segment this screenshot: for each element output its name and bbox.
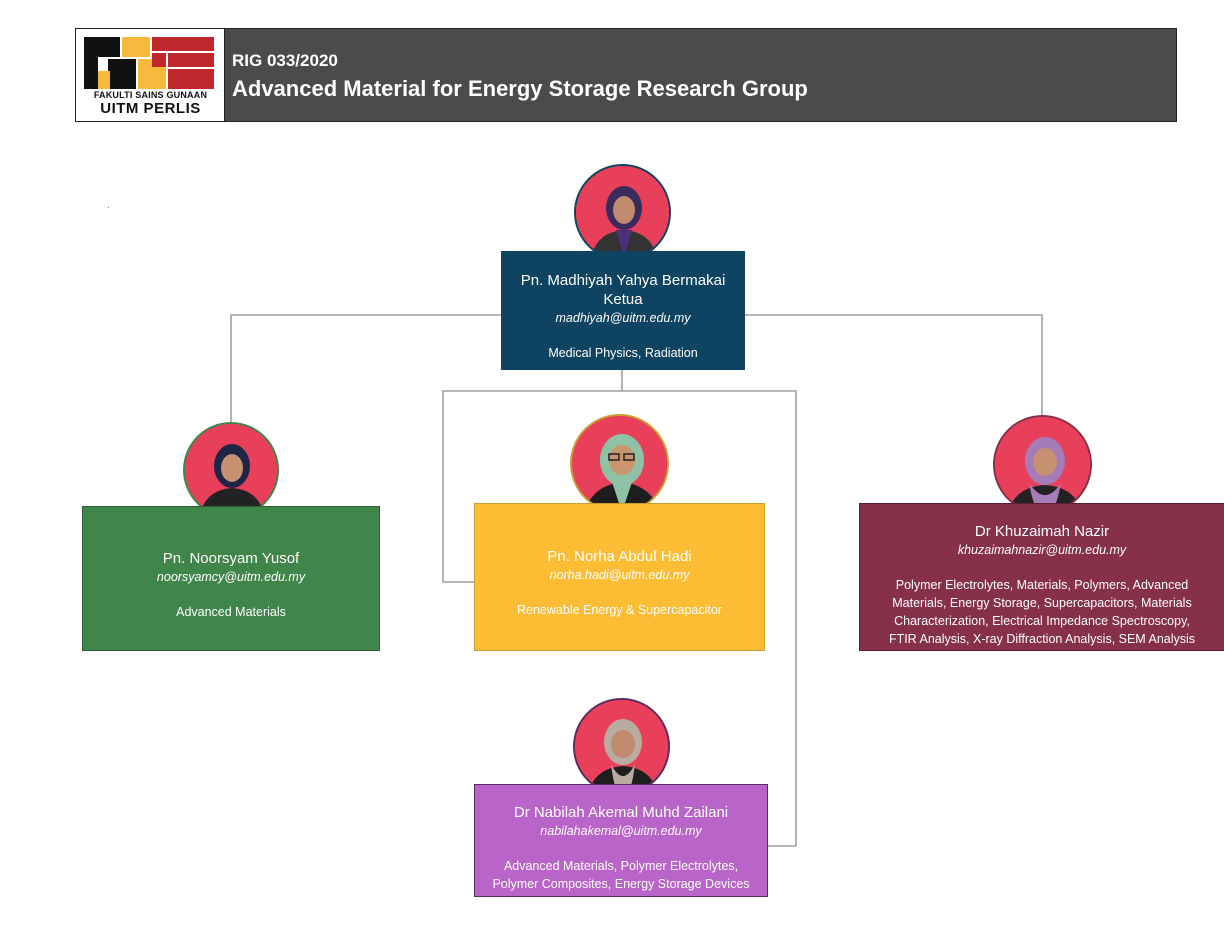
member-box-nabilah: Dr Nabilah Akemal Muhd Zailani nabilahak… <box>474 784 768 897</box>
member-box-norha: Pn. Norha Abdul Hadi norha.hadi@uitm.edu… <box>474 503 765 651</box>
stray-dot <box>108 207 109 208</box>
member-area: Renewable Energy & Supercapacitor <box>517 603 722 617</box>
faculty-logo: FAKULTI SAINS GUNAAN UITM PERLIS <box>76 29 225 121</box>
member-email: nabilahakemal@uitm.edu.my <box>540 824 702 838</box>
logo-campus-text: UITM PERLIS <box>100 100 201 117</box>
avatar-noorsyam <box>183 422 279 518</box>
member-area-line: Polymer Composites, Energy Storage Devic… <box>492 877 750 891</box>
member-email: madhiyah@uitm.edu.my <box>555 311 691 325</box>
member-email: norha.hadi@uitm.edu.my <box>549 568 690 582</box>
header-banner: FAKULTI SAINS GUNAAN UITM PERLIS RIG 033… <box>75 28 1177 122</box>
connector-leader-khuzaimah <box>745 314 1043 415</box>
member-box-khuzaimah: Dr Khuzaimah Nazir khuzaimahnazir@uitm.e… <box>859 503 1224 651</box>
member-role: Ketua <box>603 291 643 308</box>
member-area: Advanced Materials <box>176 605 286 619</box>
member-name: Dr Nabilah Akemal Muhd Zailani <box>513 804 729 821</box>
avatar-khuzaimah <box>993 415 1092 514</box>
avatar-norha <box>570 414 669 513</box>
member-email: khuzaimahnazir@uitm.edu.my <box>957 543 1127 557</box>
member-name: Pn. Norha Abdul Hadi <box>547 548 692 565</box>
member-box-leader: Pn. Madhiyah Yahya Bermakai Ketua madhiy… <box>501 251 745 370</box>
member-area: Medical Physics, Radiation <box>548 346 698 360</box>
member-area-line: Characterization, Electrical Impedance S… <box>894 614 1190 628</box>
connector-bracket <box>442 390 797 847</box>
member-name: Dr Khuzaimah Nazir <box>974 523 1110 540</box>
logo-graphic-icon <box>84 37 214 89</box>
member-area-line: FTIR Analysis, X-ray Diffraction Analysi… <box>888 632 1196 646</box>
member-area-line: Materials, Energy Storage, Supercapacito… <box>892 596 1192 610</box>
member-email: noorsyamcy@uitm.edu.my <box>156 570 306 584</box>
logo-faculty-text: FAKULTI SAINS GUNAAN <box>93 90 208 100</box>
member-name: Pn. Noorsyam Yusof <box>162 550 300 567</box>
group-code: RIG 033/2020 <box>232 51 338 70</box>
member-name: Pn. Madhiyah Yahya Bermakai <box>520 272 726 289</box>
connector-leader-noorsyam <box>230 314 501 422</box>
avatar-nabilah <box>573 698 670 795</box>
group-title: Advanced Material for Energy Storage Res… <box>232 76 808 101</box>
avatar-leader <box>574 164 671 261</box>
member-box-noorsyam: Pn. Noorsyam Yusof noorsyamcy@uitm.edu.m… <box>82 506 380 651</box>
member-area-line: Polymer Electrolytes, Materials, Polymer… <box>895 578 1189 592</box>
member-area-line: Advanced Materials, Polymer Electrolytes… <box>503 859 739 873</box>
